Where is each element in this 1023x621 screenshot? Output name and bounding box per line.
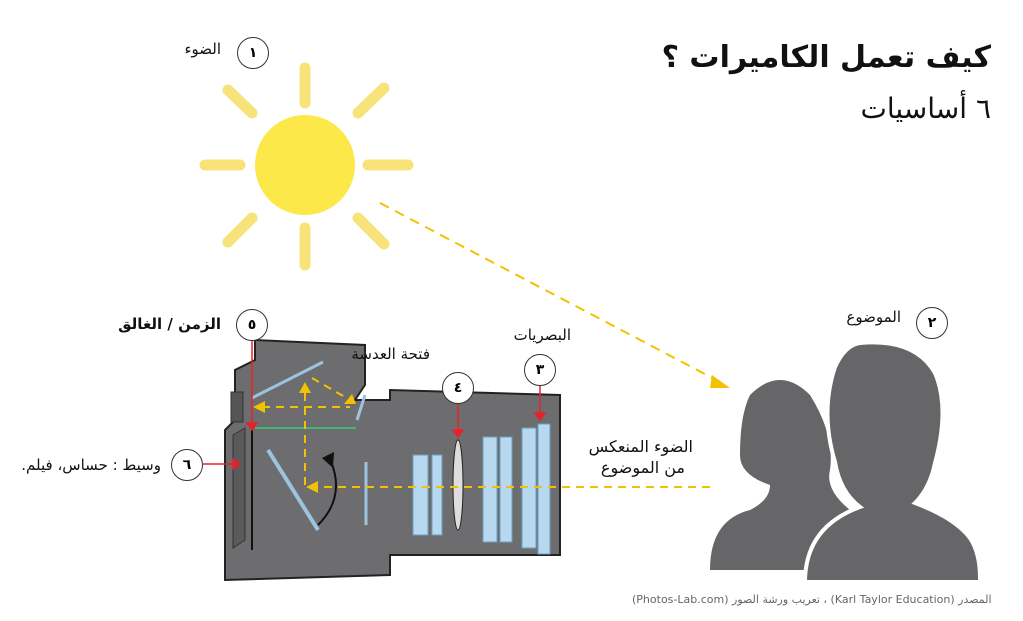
reflected-light-line2: من الموضوع <box>600 458 685 477</box>
page-title: كيف تعمل الكاميرات ؟ <box>661 40 991 75</box>
page-subtitle: ٦ أساسيات <box>860 92 991 125</box>
label-number-6: ٦ <box>171 449 203 481</box>
label-medium: وسيط : حساس، فيلم. <box>21 456 161 474</box>
label-number-5: ٥ <box>236 309 268 341</box>
label-shutter: الزمن / الغالق <box>118 315 221 333</box>
label-light: الضوء <box>184 40 221 58</box>
sun-icon <box>199 62 414 271</box>
subject-silhouettes <box>710 340 982 584</box>
label-aperture: فتحة العدسة <box>351 345 430 363</box>
camera-body <box>224 338 710 582</box>
label-number-2: ٢ <box>916 307 948 339</box>
label-number-1: ١ <box>237 37 269 69</box>
source-credit: المصدر (Karl Taylor Education) ، تعريب و… <box>632 593 992 606</box>
incident-light-path <box>379 202 721 383</box>
label-subject: الموضوع <box>846 308 901 326</box>
label-optics: البصريات <box>513 326 571 344</box>
label-number-3: ٣ <box>524 354 556 386</box>
reflected-light-line1: الضوء المنعكس <box>588 437 693 456</box>
label-number-4: ٤ <box>442 372 474 404</box>
